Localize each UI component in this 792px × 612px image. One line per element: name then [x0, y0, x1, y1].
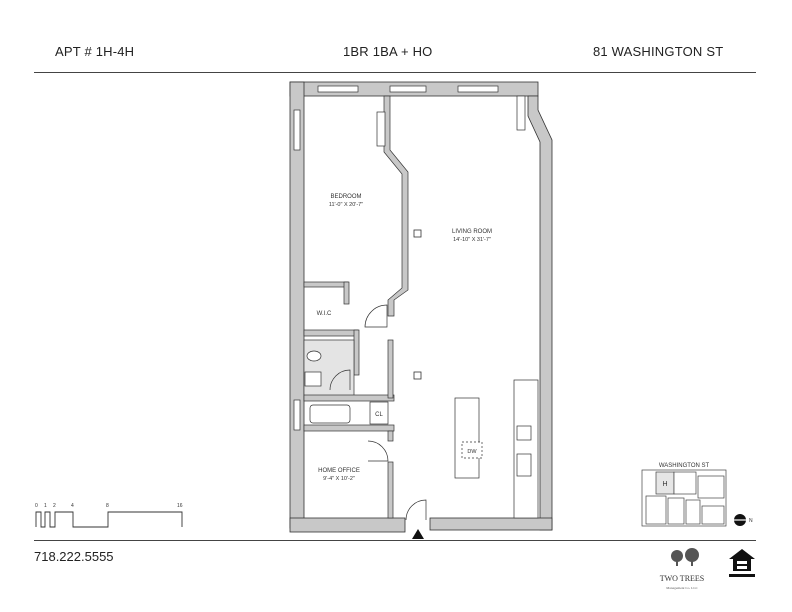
scale-tick: 4	[71, 503, 74, 509]
scale-bar: 0 1 2 4 8 16	[35, 503, 183, 528]
office-name: HOME OFFICE	[318, 468, 360, 474]
brand-name: TWO TREES	[660, 574, 705, 583]
entry-arrow-icon	[412, 529, 424, 539]
kitchen	[454, 379, 539, 519]
equal-housing-icon	[729, 549, 755, 577]
closet-fixtures	[369, 95, 526, 425]
scale-tick: 1	[44, 503, 47, 509]
scale-tick: 0	[35, 503, 38, 509]
living-room-name: LIVING ROOM	[452, 229, 492, 235]
scale-tick: 2	[53, 503, 56, 509]
closet-label: CL	[375, 412, 383, 418]
unit-layout: 1BR 1BA + HO	[343, 44, 433, 59]
doors	[329, 304, 427, 521]
bath-fixtures	[304, 350, 351, 424]
brand-subtitle: Management Co. LLC	[666, 586, 698, 590]
living-room-dims: 14'-10" X 31'-7"	[453, 237, 491, 243]
exterior-walls	[289, 81, 553, 533]
footer-rule	[34, 540, 756, 541]
bedroom-dims: 11'-0" X 20'-7"	[329, 202, 363, 208]
bedroom-name: BEDROOM	[330, 194, 361, 200]
header-rule	[34, 72, 756, 73]
two-trees-logo: TWO TREES Management Co. LLC	[660, 548, 705, 590]
windows	[293, 85, 499, 431]
apartment-number: APT # 1H-4H	[55, 44, 135, 59]
wic-label: W.I.C	[317, 311, 332, 317]
key-map-unit: H	[662, 481, 667, 488]
interior-walls	[303, 95, 409, 519]
dishwasher-label: DW	[467, 449, 477, 455]
office-dims: 9'-4" X 10'-2"	[323, 476, 355, 482]
key-map: WASHINGTON ST H N	[641, 463, 753, 527]
scale-tick: 8	[106, 503, 109, 509]
scale-tick: 16	[177, 503, 183, 509]
key-map-street: WASHINGTON ST	[659, 463, 710, 469]
columns	[413, 229, 422, 380]
north-label: N	[749, 518, 753, 524]
phone-number: 718.222.5555	[34, 549, 114, 564]
street-address: 81 WASHINGTON ST	[593, 44, 724, 59]
